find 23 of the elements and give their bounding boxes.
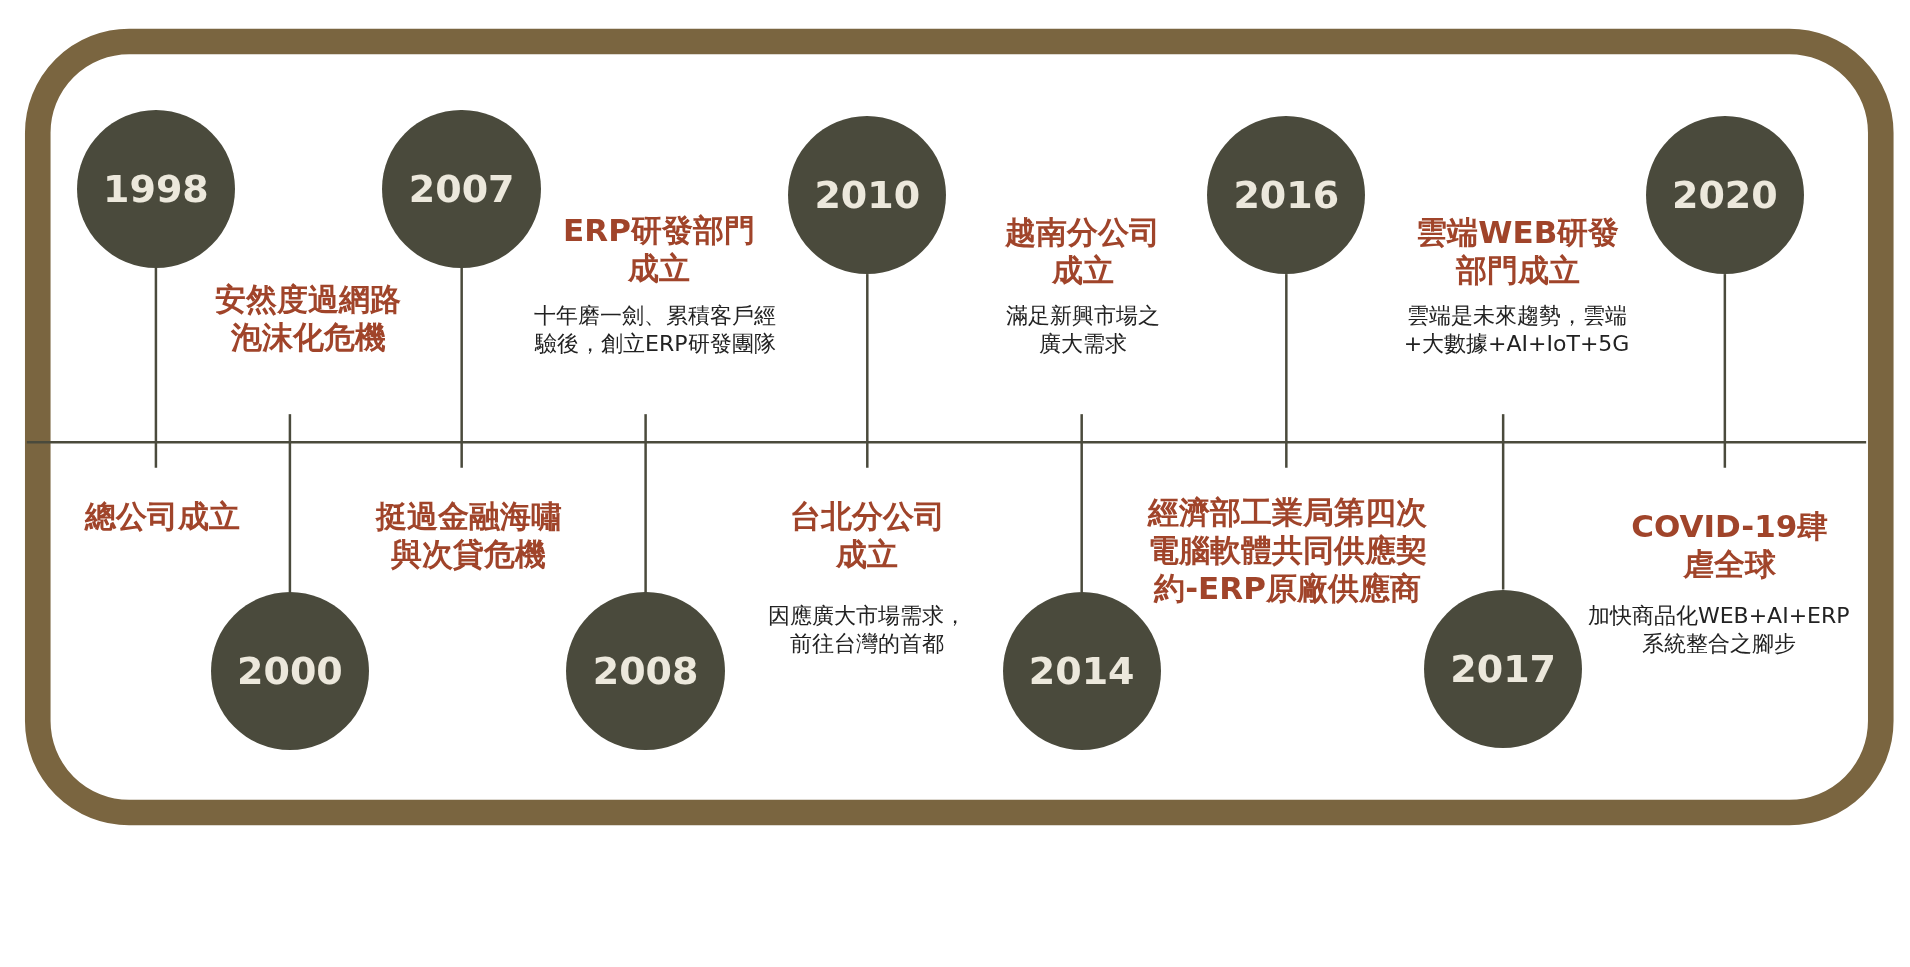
year-label: 2014 bbox=[1028, 649, 1135, 694]
year-label: 2017 bbox=[1450, 646, 1556, 691]
event-description: 雲端是未來趨勢，雲端+大數據+AI+IoT+5G bbox=[1402, 302, 1631, 359]
event-heading: 挺過金融海嘯與次貸危機 bbox=[374, 497, 563, 573]
event-heading: 總公司成立 bbox=[83, 497, 241, 535]
event-heading: 台北分公司成立 bbox=[788, 497, 946, 573]
year-label: 2016 bbox=[1233, 172, 1340, 217]
event-heading: 安然度過網路泡沫化危機 bbox=[214, 280, 403, 357]
event-description: 滿足新興市場之廣大需求 bbox=[1004, 302, 1161, 359]
year-label: 2007 bbox=[408, 166, 515, 211]
event-description: 因應廣大市場需求，前往台灣的首都 bbox=[767, 601, 968, 658]
event-heading: COVID-19肆虐全球 bbox=[1630, 506, 1830, 583]
event-heading: 經濟部工業局第四次電腦軟體共同供應契約-ERP原廠供應商 bbox=[1146, 493, 1429, 608]
event-heading: ERP研發部門成立 bbox=[563, 210, 755, 287]
year-label: 2020 bbox=[1671, 172, 1778, 217]
event-description: 十年磨一劍、累積客戶經驗後，創立ERP研發團隊 bbox=[533, 302, 778, 359]
year-label: 2000 bbox=[237, 649, 343, 694]
year-label: 1998 bbox=[103, 166, 209, 211]
event-heading: 越南分公司成立 bbox=[1004, 213, 1162, 290]
year-label: 2010 bbox=[814, 172, 921, 217]
event-description: 加快商品化WEB+AI+ERP系統整合之腳步 bbox=[1586, 601, 1851, 658]
event-heading: 雲端WEB研發部門成立 bbox=[1415, 213, 1621, 290]
year-label: 2008 bbox=[592, 649, 699, 694]
